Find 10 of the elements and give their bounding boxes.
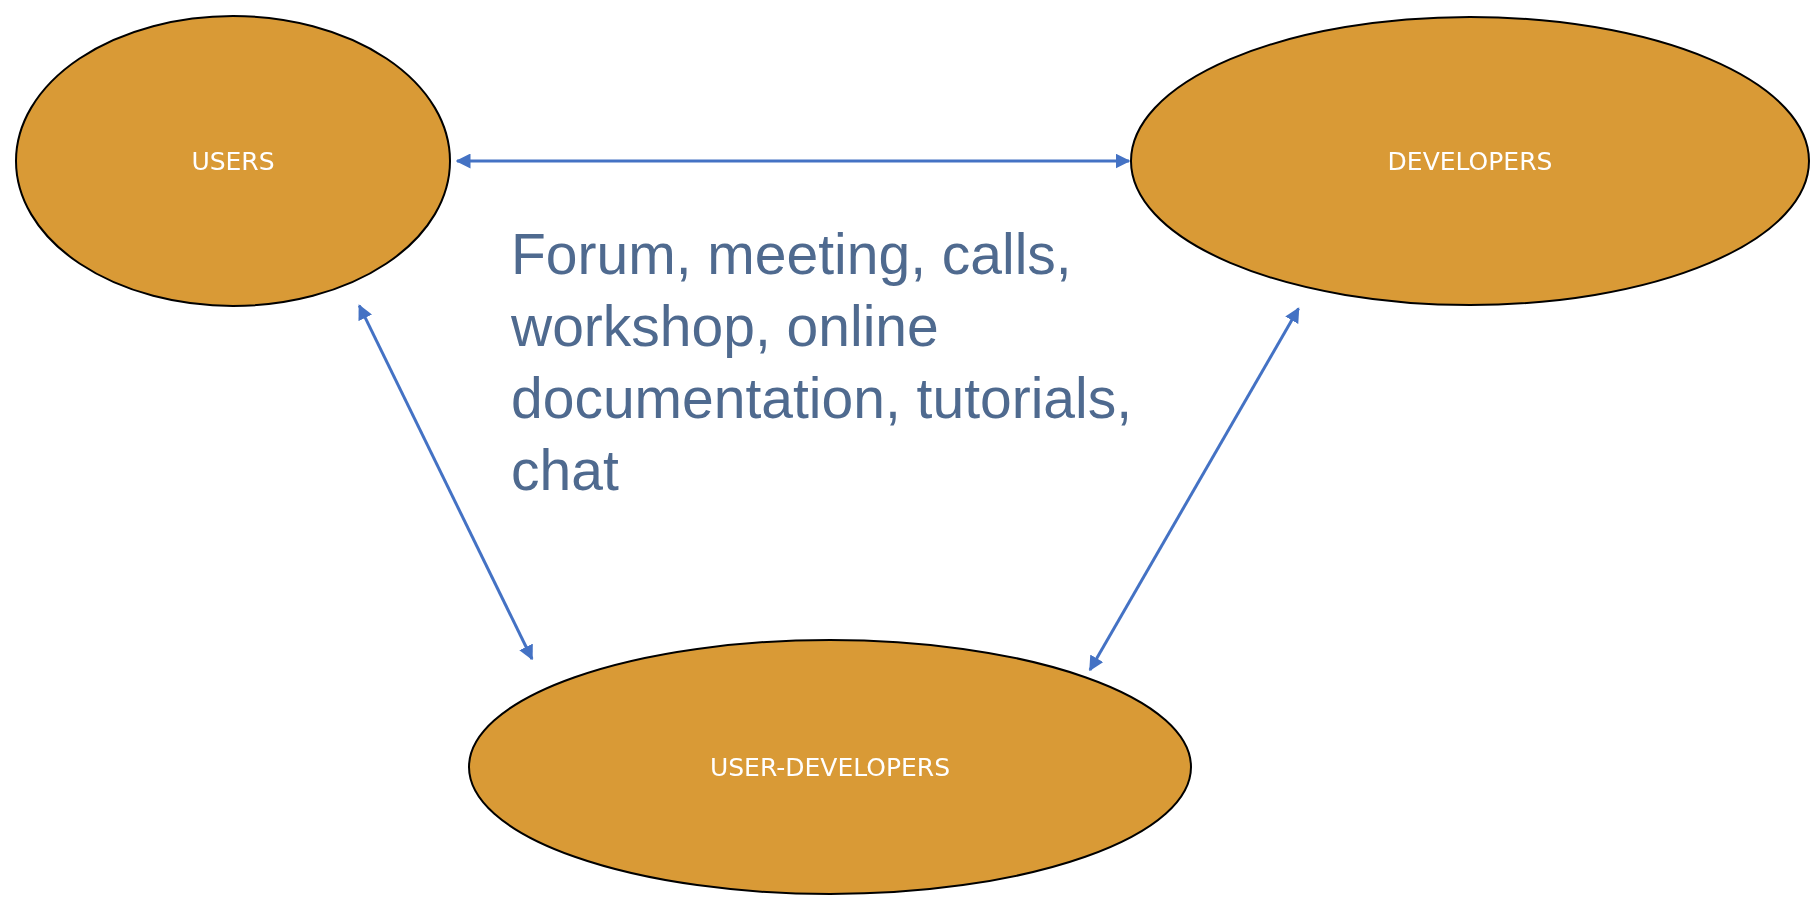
double-arrow bbox=[357, 304, 534, 661]
node-label: DEVELOPERS bbox=[1387, 146, 1553, 176]
double-arrow bbox=[1088, 307, 1300, 672]
ellipse-node bbox=[15, 15, 451, 307]
annotation-text: Forum, meeting, calls, workshop, online documentation, tutorials, chat bbox=[511, 221, 1134, 504]
double-arrow bbox=[455, 153, 1131, 169]
ellipse-node bbox=[1130, 16, 1810, 306]
node-label: USERS bbox=[191, 146, 275, 176]
node-label: USER-DEVELOPERS bbox=[709, 752, 951, 782]
ellipse-node bbox=[468, 639, 1192, 895]
